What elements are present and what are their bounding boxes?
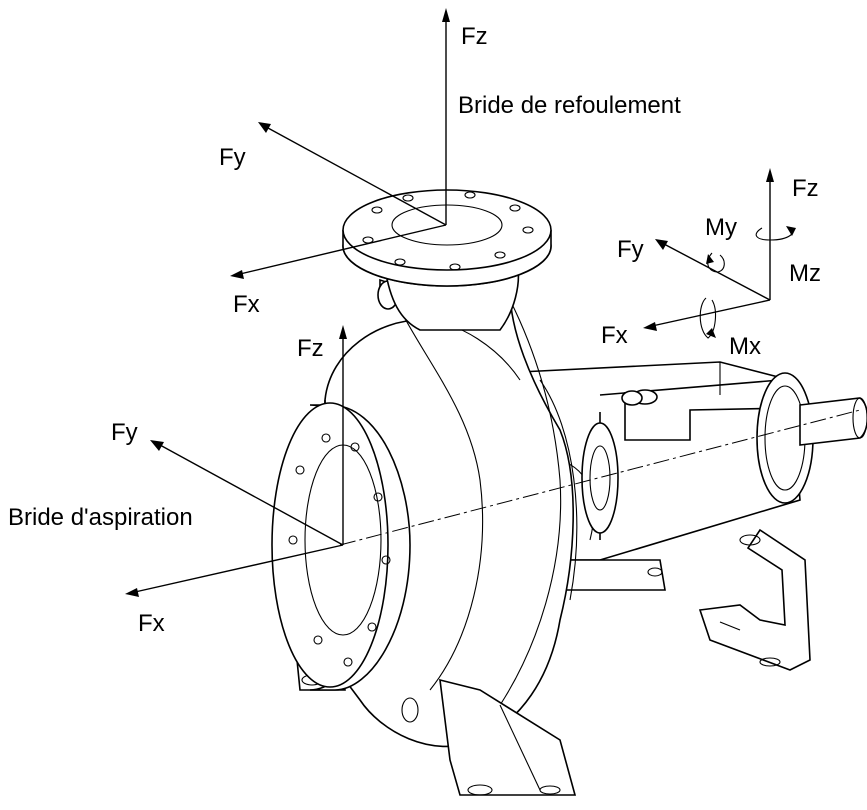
suction-fy-label: Fy [111,419,138,446]
suction-fx-label: Fx [138,610,165,637]
suction-fz-label: Fz [297,335,324,362]
legend-fy-label: Fy [617,236,644,263]
discharge-flange-title: Bride de refoulement [458,92,681,119]
legend-fx-label: Fx [601,322,628,349]
centrifugal-pump-drawing [271,189,867,796]
suction-flange [271,402,411,691]
moment-mx-arc [699,297,717,339]
arrowhead [125,588,139,597]
shaft-centerline [339,409,861,546]
discharge-fx-label: Fx [233,291,260,318]
discharge-force-axes [230,8,450,279]
bearing-bracket [519,361,814,561]
legend-fz-label: Fz [792,175,819,202]
arrowhead [230,270,244,279]
arrowhead [150,440,164,451]
moment-mz-arc [755,227,794,241]
discharge-fz-label: Fz [461,23,488,50]
legend-mz-label: Mz [789,260,821,287]
legend-my-label: My [705,214,737,241]
support-bracket [559,528,811,671]
arrowhead [655,239,668,250]
suction-force-axes [125,325,347,597]
arrowhead [258,122,271,133]
labels: Fz Bride de refoulement Fy Fx Fz Fy Brid… [8,23,821,637]
arrowhead [786,226,796,236]
arrowhead [442,8,450,22]
arrowhead [339,325,347,339]
suction-flange-title: Bride d'aspiration [8,504,193,531]
pump-shaft [799,397,867,446]
arrowhead [643,322,657,331]
legend-coordinate-system [643,168,796,339]
discharge-flange [342,189,552,287]
arrowhead [706,328,716,338]
legend-mx-label: Mx [729,333,761,360]
discharge-fy-label: Fy [219,144,246,171]
arrowhead [766,168,774,182]
arrowhead [706,254,714,264]
